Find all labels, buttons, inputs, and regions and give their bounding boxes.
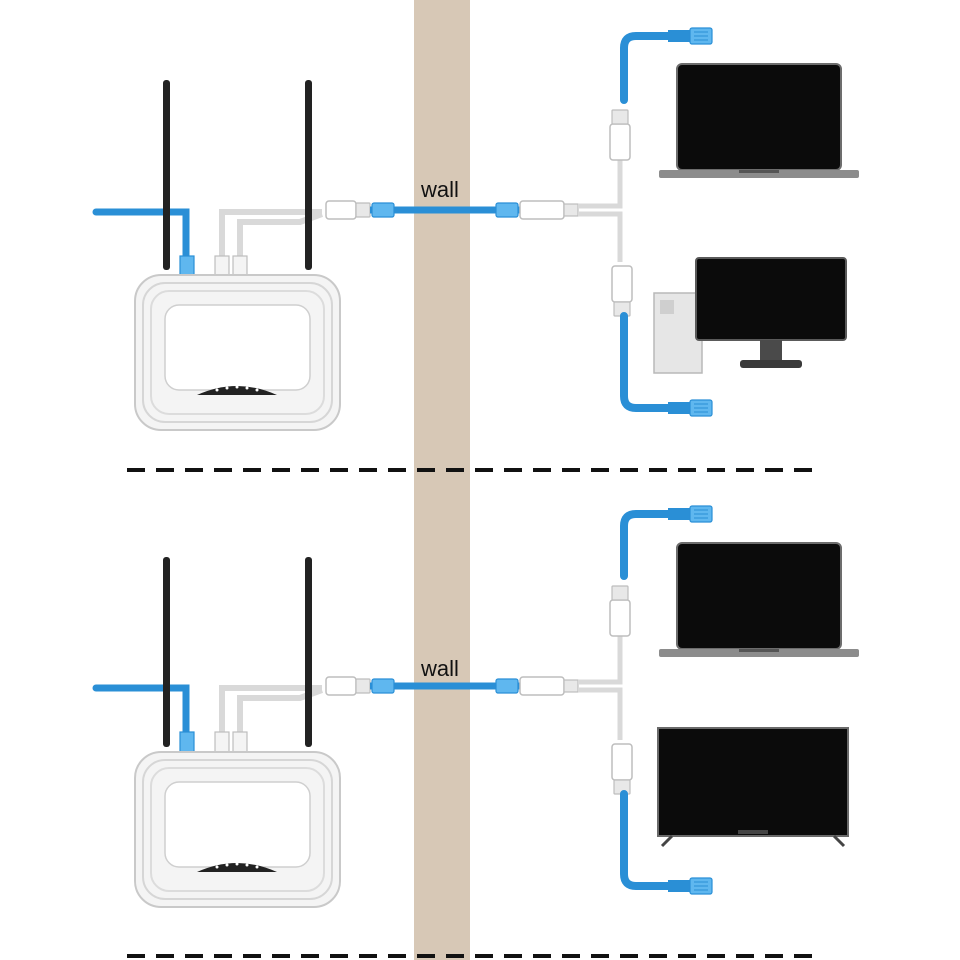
rj45-splitter-icon (519, 200, 579, 220)
panel-1: wall (92, 27, 860, 431)
blue-rj45-plug-icon (667, 505, 713, 523)
laptop-icon (658, 63, 860, 179)
rj45-plug-icon (609, 585, 631, 637)
tv-icon (656, 726, 850, 848)
incoming-cable (92, 684, 190, 738)
rj45-plug-icon (611, 743, 633, 795)
blue-rj45-plug-icon (667, 877, 713, 895)
panel-2: wall (92, 505, 860, 908)
blue-rj45-plug-icon (667, 399, 713, 417)
wall (414, 0, 470, 960)
rj45-splitter-icon (325, 200, 371, 220)
rj45-plug-icon (611, 265, 633, 317)
desktop-pc-icon (653, 257, 847, 374)
blue-rj45-plug-icon (667, 27, 713, 45)
rj45-splitter-icon (325, 676, 371, 696)
incoming-cable (92, 208, 190, 262)
rj45-splitter-icon (519, 676, 579, 696)
wall-label: wall (420, 177, 459, 202)
wall-label: wall (420, 656, 459, 681)
laptop-icon (658, 542, 860, 658)
rj45-plug-icon (609, 109, 631, 161)
